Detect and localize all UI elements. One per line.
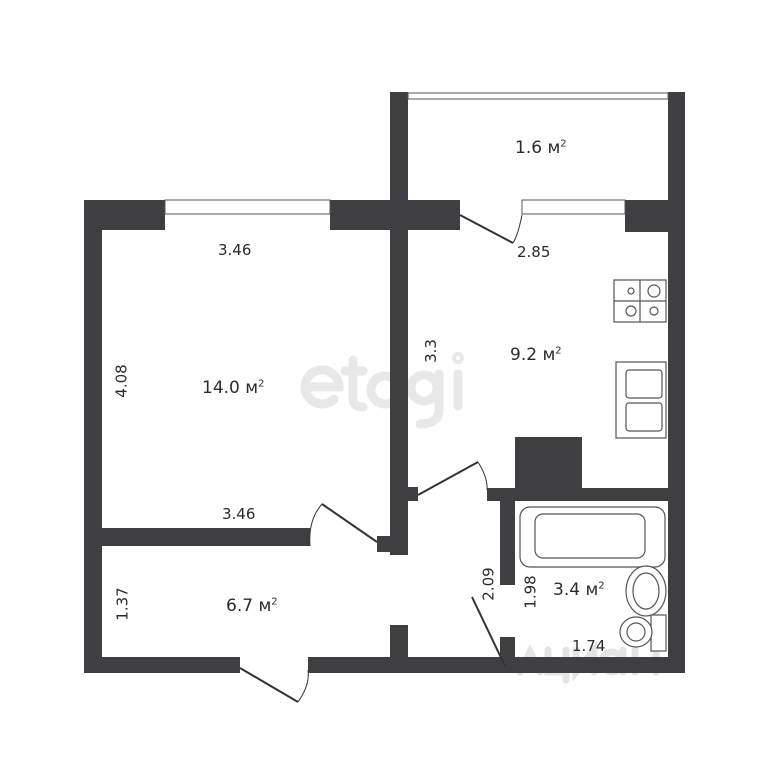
fixtures (519, 279, 667, 652)
wall-bath-stub (500, 637, 515, 659)
kitchen-area-label: 9.2 м2 (510, 345, 562, 365)
wall-kitchen-block (515, 437, 582, 490)
stove-icon (613, 279, 667, 323)
wall-middle (390, 200, 408, 555)
wall-bottom-left (84, 657, 240, 673)
dim-hall-left: 1.37 (113, 587, 132, 621)
room-area-label: 14.0 м2 (202, 378, 265, 398)
etagi-watermark-logo (300, 352, 464, 429)
dim-kitchen-left: 3.3 (421, 339, 440, 363)
balcony-area-label: 1.6 м2 (515, 138, 567, 158)
door-entrance (239, 667, 299, 703)
dim-kitchen-top: 2.85 (517, 243, 551, 261)
window-balcony (407, 92, 669, 100)
dim-room-left: 4.08 (112, 364, 131, 398)
dim-room-bottom: 3.46 (222, 505, 256, 523)
wall-kitchen-bottom (487, 488, 685, 501)
wall-outer-left (84, 200, 102, 672)
bathtub-icon (519, 506, 666, 568)
dim-room-top: 3.46 (218, 241, 252, 259)
window-room (164, 199, 331, 215)
toilet-icon (619, 614, 667, 652)
wall-room-top-left (84, 200, 165, 230)
wall-hall-stub (390, 625, 408, 665)
wall-room-bottom (84, 528, 310, 546)
wall-bottom-right (308, 657, 685, 673)
door-balcony (459, 214, 514, 244)
door-bath (471, 596, 506, 667)
wall-stub (377, 536, 408, 552)
wall-balcony-right (668, 92, 685, 672)
bathroom-area-label: 3.4 м2 (553, 580, 605, 600)
doors (239, 214, 523, 703)
wall-bath-left (500, 500, 515, 585)
windows (164, 92, 669, 215)
window-kitchen (521, 199, 626, 215)
washbasin-icon (625, 565, 667, 617)
walls (84, 92, 685, 673)
hallway-area-label: 6.7 м2 (226, 596, 278, 616)
door-kitchen (417, 461, 479, 496)
dim-bath-bottom: 1.74 (572, 637, 606, 655)
dim-hall-right: 2.09 (479, 567, 498, 601)
wall-balcony-left (390, 92, 408, 230)
wall-stub-kitchen (408, 487, 418, 501)
dim-bath-left: 1.98 (521, 575, 540, 609)
door-room (321, 503, 378, 543)
sink-icon (615, 361, 667, 439)
wall-kitchen-top-right (625, 200, 685, 232)
